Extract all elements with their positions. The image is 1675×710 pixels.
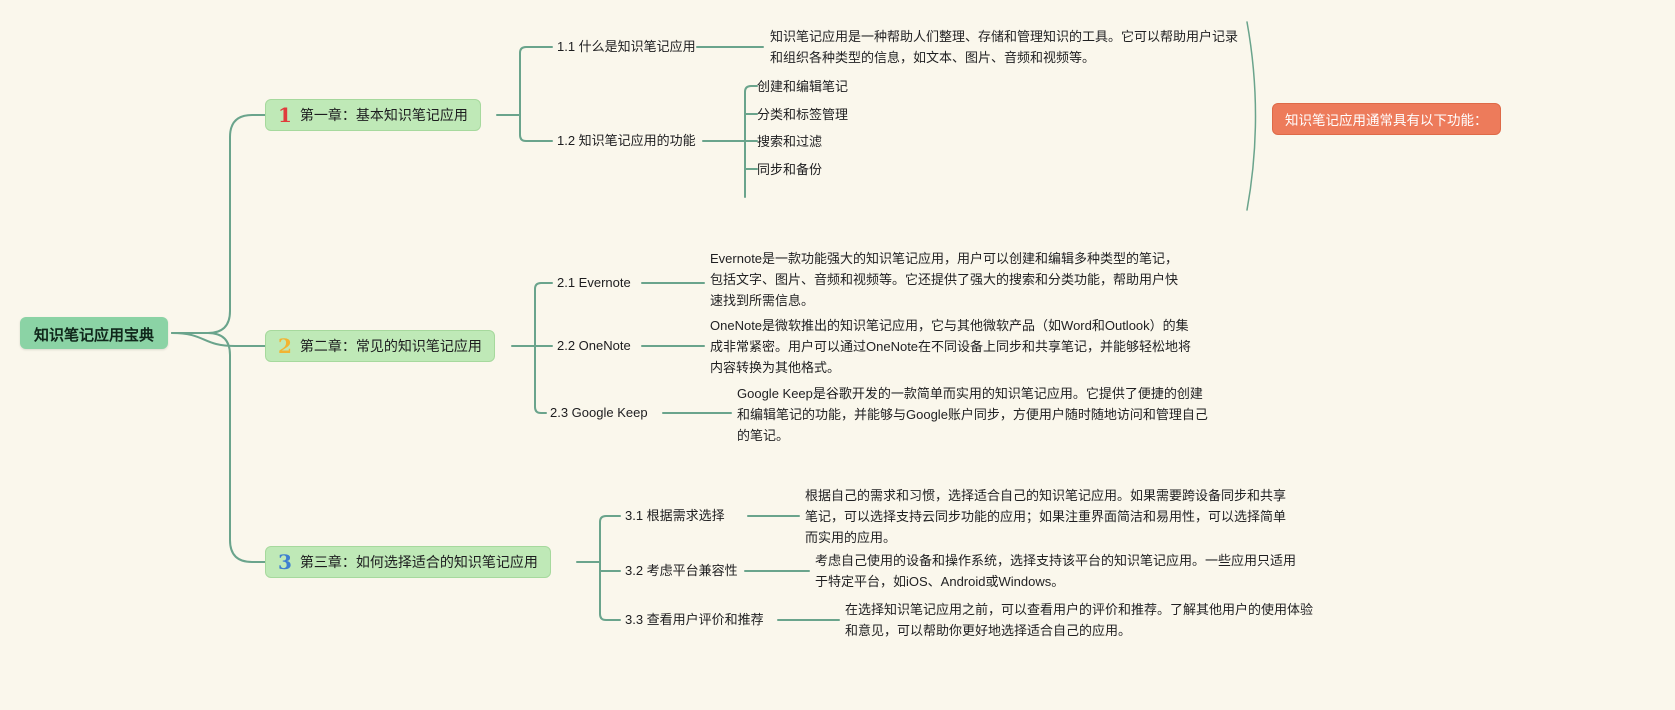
topic-3-3-label[interactable]: 3.3 查看用户评价和推荐: [625, 612, 764, 627]
callout-node[interactable]: 知识笔记应用通常具有以下功能：: [1272, 103, 1501, 135]
branch-root-chapter1: [171, 114, 266, 334]
feature-item-3[interactable]: 搜索和过滤: [757, 134, 823, 149]
topic-2-3-label[interactable]: 2.3 Google Keep: [550, 405, 648, 420]
topic-3-1-label[interactable]: 3.1 根据需求选择: [625, 508, 725, 523]
chapter-1-node[interactable]: 1 第一章：基本知识笔记应用: [265, 99, 481, 131]
chapter-1-label: 第一章：基本知识笔记应用: [299, 107, 468, 123]
chapter-2-node[interactable]: 2 第二章：常见的知识笔记应用: [265, 330, 495, 362]
branch-chapter1-rail: [519, 46, 553, 142]
chapter-3-node[interactable]: 3 第三章：如何选择适合的知识笔记应用: [265, 546, 551, 578]
branch-chapter3-rail: [599, 515, 621, 621]
branch-chapter2-rail: [534, 282, 553, 414]
feature-item-1[interactable]: 创建和编辑笔记: [757, 79, 849, 94]
branch-root-chapter3: [171, 332, 266, 563]
chapter-1-number: 1: [278, 103, 292, 127]
chapter-2-label: 第二章：常见的知识笔记应用: [299, 338, 482, 354]
topic-2-1-label[interactable]: 2.1 Evernote: [557, 275, 631, 290]
feature-item-4[interactable]: 同步和备份: [757, 162, 823, 177]
topic-3-2-label[interactable]: 3.2 考虑平台兼容性: [625, 563, 738, 578]
note-3-2[interactable]: 考虑自己使用的设备和操作系统，选择支持该平台的知识笔记应用。一些应用只适用于特定…: [815, 553, 1297, 589]
topic-2-2-label[interactable]: 2.2 OneNote: [557, 338, 631, 353]
chapter-3-number: 3: [278, 550, 292, 574]
note-2-2[interactable]: OneNote是微软推出的知识笔记应用，它与其他微软产品（如Word和Outlo…: [710, 318, 1192, 375]
brace-curve: [1246, 21, 1257, 211]
note-3-1[interactable]: 根据自己的需求和习惯，选择适合自己的知识笔记应用。如果需要跨设备同步和共享笔记，…: [805, 488, 1287, 545]
branch-root-chapter2: [171, 332, 266, 347]
topic-1-2-label[interactable]: 1.2 知识笔记应用的功能: [557, 133, 696, 148]
chapter-3-label: 第三章：如何选择适合的知识笔记应用: [299, 554, 538, 570]
root-node[interactable]: 知识笔记应用宝典: [20, 317, 169, 349]
note-2-1[interactable]: Evernote是一款功能强大的知识笔记应用，用户可以创建和编辑多种类型的笔记，…: [710, 251, 1179, 308]
note-3-3[interactable]: 在选择知识笔记应用之前，可以查看用户的评价和推荐。了解其他用户的使用体验和意见，…: [845, 602, 1314, 638]
branch-topic12-rail: [744, 85, 758, 198]
topic-1-1-label[interactable]: 1.1 什么是知识笔记应用: [557, 39, 696, 54]
note-1-1[interactable]: 知识笔记应用是一种帮助人们整理、存储和管理知识的工具。它可以帮助用户记录和组织各…: [770, 29, 1239, 65]
feature-item-2[interactable]: 分类和标签管理: [757, 107, 849, 122]
note-2-3[interactable]: Google Keep是谷歌开发的一款简单而实用的知识笔记应用。它提供了便捷的创…: [737, 386, 1208, 443]
chapter-2-number: 2: [278, 334, 292, 358]
